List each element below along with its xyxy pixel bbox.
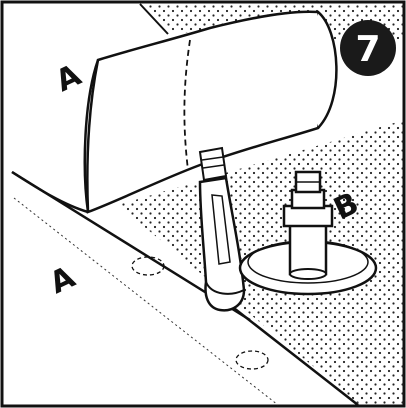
hole-outline-upper [132,257,164,275]
label-membrane-roll: A [51,57,88,99]
hole-outline-lower [236,351,268,369]
step-number: 7 [355,29,380,70]
step-badge: 7 [340,20,396,76]
label-membrane-sheet: A [45,259,82,301]
